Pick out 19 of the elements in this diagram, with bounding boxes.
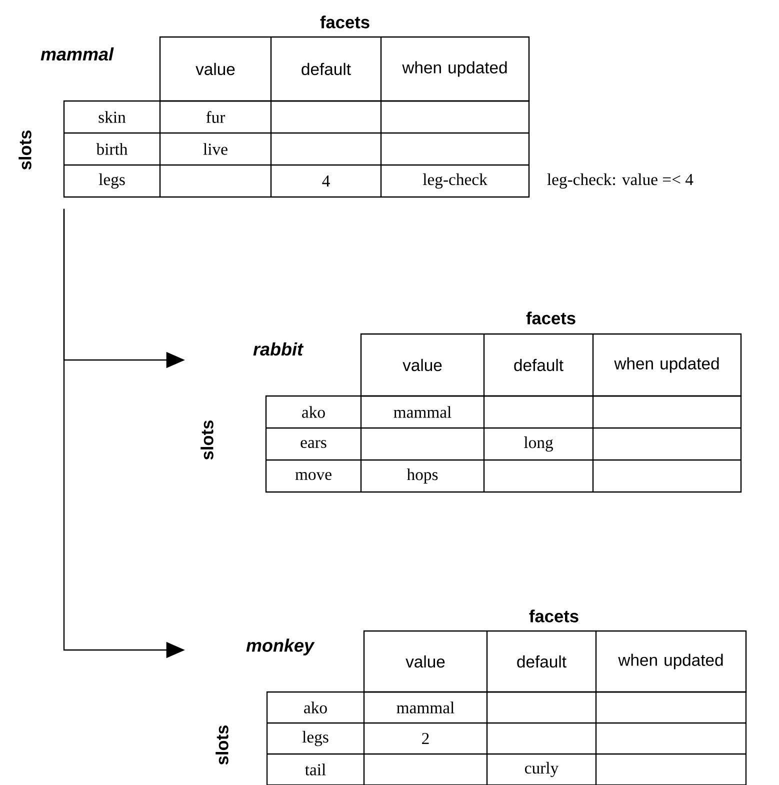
frame-name: rabbit — [253, 342, 304, 356]
column-header: default — [514, 358, 564, 372]
axis-label: facets — [529, 610, 578, 622]
frame-name: monkey — [246, 638, 315, 656]
column-header: value — [406, 655, 445, 668]
column-header: when updated — [402, 61, 507, 77]
column-header: default — [302, 62, 351, 76]
axis-label: facets — [526, 312, 576, 324]
axis-label: facets — [320, 16, 370, 28]
column-header: value — [402, 358, 442, 372]
column-header: default — [517, 655, 566, 668]
axis-label: slots — [18, 130, 32, 170]
axis-label: slots — [216, 726, 228, 765]
frame-name: mammal — [40, 47, 114, 61]
column-header: when updated — [614, 357, 719, 373]
note: leg-check: value =< 4 — [547, 173, 694, 189]
axis-label: slots — [200, 420, 214, 460]
column-header: value — [196, 62, 235, 76]
column-header: when updated — [618, 654, 723, 670]
